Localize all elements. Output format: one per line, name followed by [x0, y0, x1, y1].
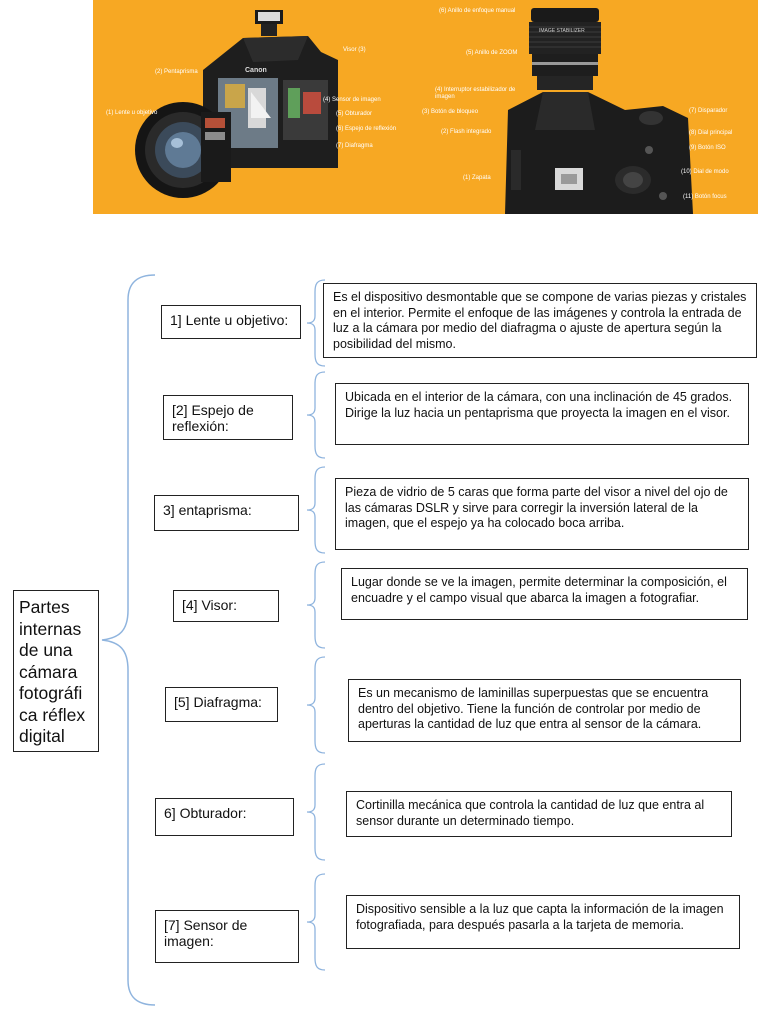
- item-name-box-7: [7] Sensor de imagen:: [155, 910, 299, 963]
- item-name-box-2: [2] Espejo de reflexión:: [163, 395, 293, 440]
- label-lente: (1) Lente u objetivo: [106, 110, 158, 116]
- item-description-7: Dispositivo sensible a la luz que capta …: [346, 895, 740, 949]
- item-description-1: Es el dispositivo desmontable que se com…: [323, 283, 757, 358]
- item-name-box-1: 1] Lente u objetivo:: [161, 305, 301, 339]
- label-disparador: (7) Disparador: [689, 108, 728, 114]
- label-anillo-enfoque: (6) Anillo de enfoque manual: [439, 8, 516, 14]
- exterior-camera-illustration: [505, 8, 693, 214]
- label-boton-iso: (9) Botón ISO: [689, 145, 726, 151]
- label-dial-modo: (10) Dial de modo: [681, 169, 729, 175]
- label-visor: Visor (3): [343, 47, 366, 53]
- label-estabilizador: (4) Interruptor estabilizador de imagen: [435, 87, 516, 100]
- label-boton-focus: (11) Botón focus: [683, 194, 727, 200]
- cutaway-camera-illustration: [135, 10, 338, 198]
- label-flash: (2) Flash integrado: [441, 129, 492, 135]
- item-brace-2: [306, 371, 326, 459]
- exterior-camera-photo: (6) Anillo de enfoque manual (5) Anillo …: [413, 0, 758, 214]
- item-name-box-6: 6] Obturador:: [155, 798, 294, 836]
- item-description-3: Pieza de vidrio de 5 caras que forma par…: [335, 478, 749, 550]
- item-brace-5: [306, 656, 326, 754]
- label-pentaprisma: (2) Pentaprisma: [155, 69, 198, 75]
- item-brace-1: [306, 279, 326, 367]
- cutaway-camera-photo: (2) Pentaprisma Visor (3) (1) Lente u ob…: [93, 0, 413, 214]
- item-brace-4: [306, 561, 326, 649]
- label-anillo-zoom: (5) Anillo de ZOOM: [466, 50, 518, 56]
- label-dial-principal: (8) Dial principal: [689, 130, 733, 136]
- item-description-6: Cortinilla mecánica que controla la cant…: [346, 791, 732, 837]
- label-zapata: (1) Zapata: [463, 175, 491, 181]
- label-sensor: (4) Sensor de imagen: [323, 97, 381, 103]
- item-name-box-4: [4] Visor:: [173, 590, 279, 622]
- item-brace-3: [306, 466, 326, 554]
- label-bloqueo: (3) Botón de bloqueo: [422, 109, 479, 115]
- label-obturador: (5) Obturador: [336, 111, 373, 117]
- root-concept-box: Partes internas de una cámara fotográfi …: [13, 590, 99, 752]
- label-espejo: (6) Espejo de reflexión: [336, 126, 397, 132]
- lens-stabilizer-text: IMAGE STABILIZER: [539, 28, 585, 34]
- camera-brand-logo: Canon: [245, 67, 267, 74]
- item-description-4: Lugar donde se ve la imagen, permite det…: [341, 568, 748, 620]
- item-name-box-5: [5] Diafragma:: [165, 687, 278, 722]
- main-brace: [101, 274, 156, 1006]
- item-description-5: Es un mecanismo de laminillas superpuest…: [348, 679, 741, 742]
- item-name-box-3: 3] entaprisma:: [154, 495, 299, 531]
- item-brace-7: [306, 873, 326, 971]
- item-description-2: Ubicada en el interior de la cámara, con…: [335, 383, 749, 445]
- label-diafragma: (7) Diafragma: [336, 143, 373, 149]
- item-brace-6: [306, 763, 326, 861]
